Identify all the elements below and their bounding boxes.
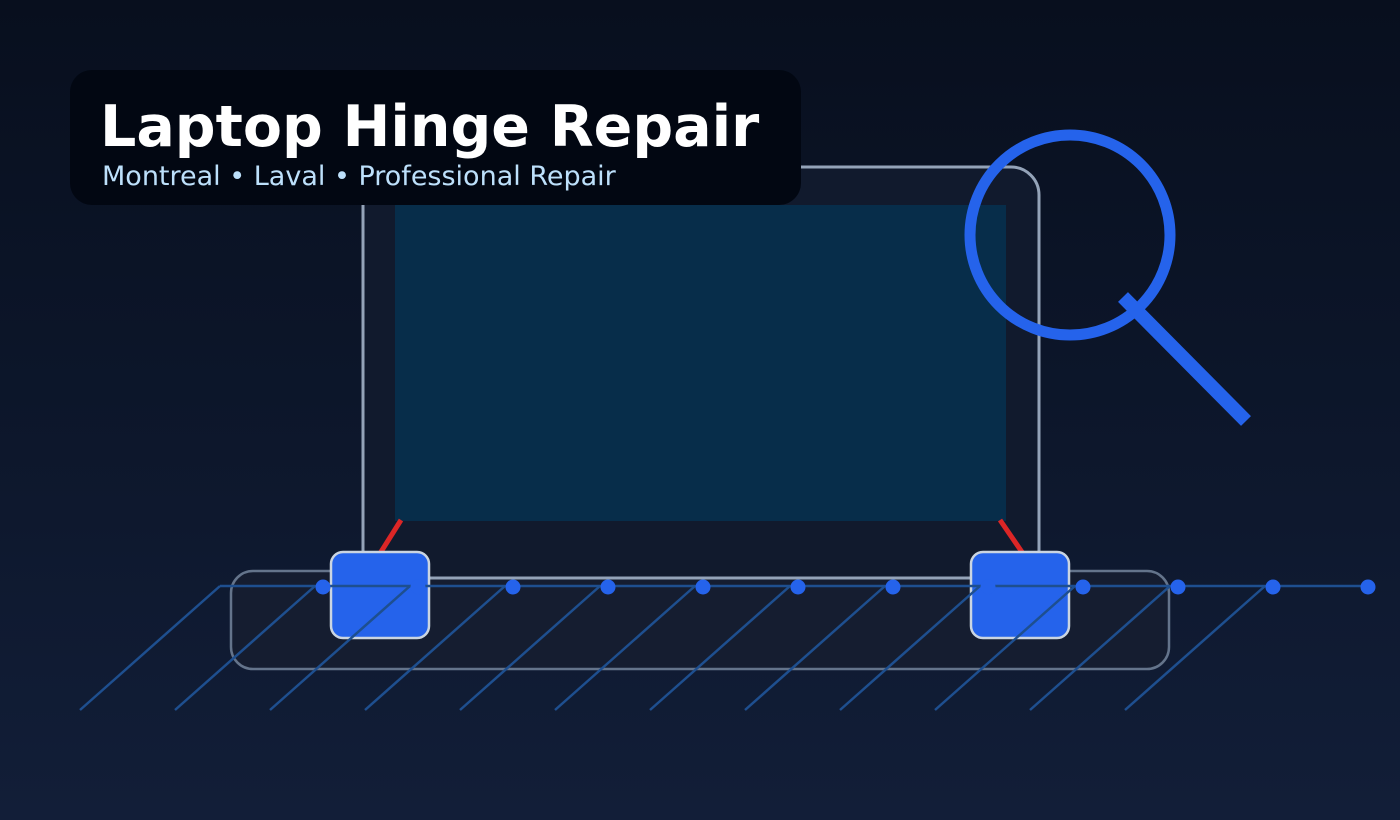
grid-line [839,585,981,711]
title-card: Laptop Hinge Repair Montreal • Laval • P… [70,70,801,205]
grid-dot [1360,579,1376,595]
right-crack-mark-icon [997,518,1027,557]
grid-dot [1265,579,1281,595]
grid-dot [315,579,331,595]
grid-dot [1170,579,1186,595]
grid-line [554,585,696,711]
right-hinge-icon [969,550,1071,640]
grid-line [649,585,791,711]
grid-line [1029,585,1171,711]
grid-line [174,585,316,711]
magnifier-icon [964,129,1251,426]
grid-line [364,585,506,711]
grid-line [1124,585,1266,711]
grid-dot [1075,579,1091,595]
grid-line [934,585,1076,711]
grid-dot [790,579,806,595]
laptop-screen [395,205,1006,521]
grid-line [744,585,886,711]
page-subtitle: Montreal • Laval • Professional Repair [102,161,616,192]
grid-line [269,585,411,711]
left-crack-mark-icon [376,518,404,557]
grid-dot [600,579,616,595]
page-title: Laptop Hinge Repair [100,94,760,160]
grid-dot [885,579,901,595]
grid-line [459,585,601,711]
grid-dot [410,579,426,595]
grid-line [79,585,221,711]
grid-dot [980,579,996,595]
grid-dot [505,579,521,595]
grid-dot [695,579,711,595]
perspective-grid [79,579,1376,711]
left-hinge-icon [329,550,431,640]
